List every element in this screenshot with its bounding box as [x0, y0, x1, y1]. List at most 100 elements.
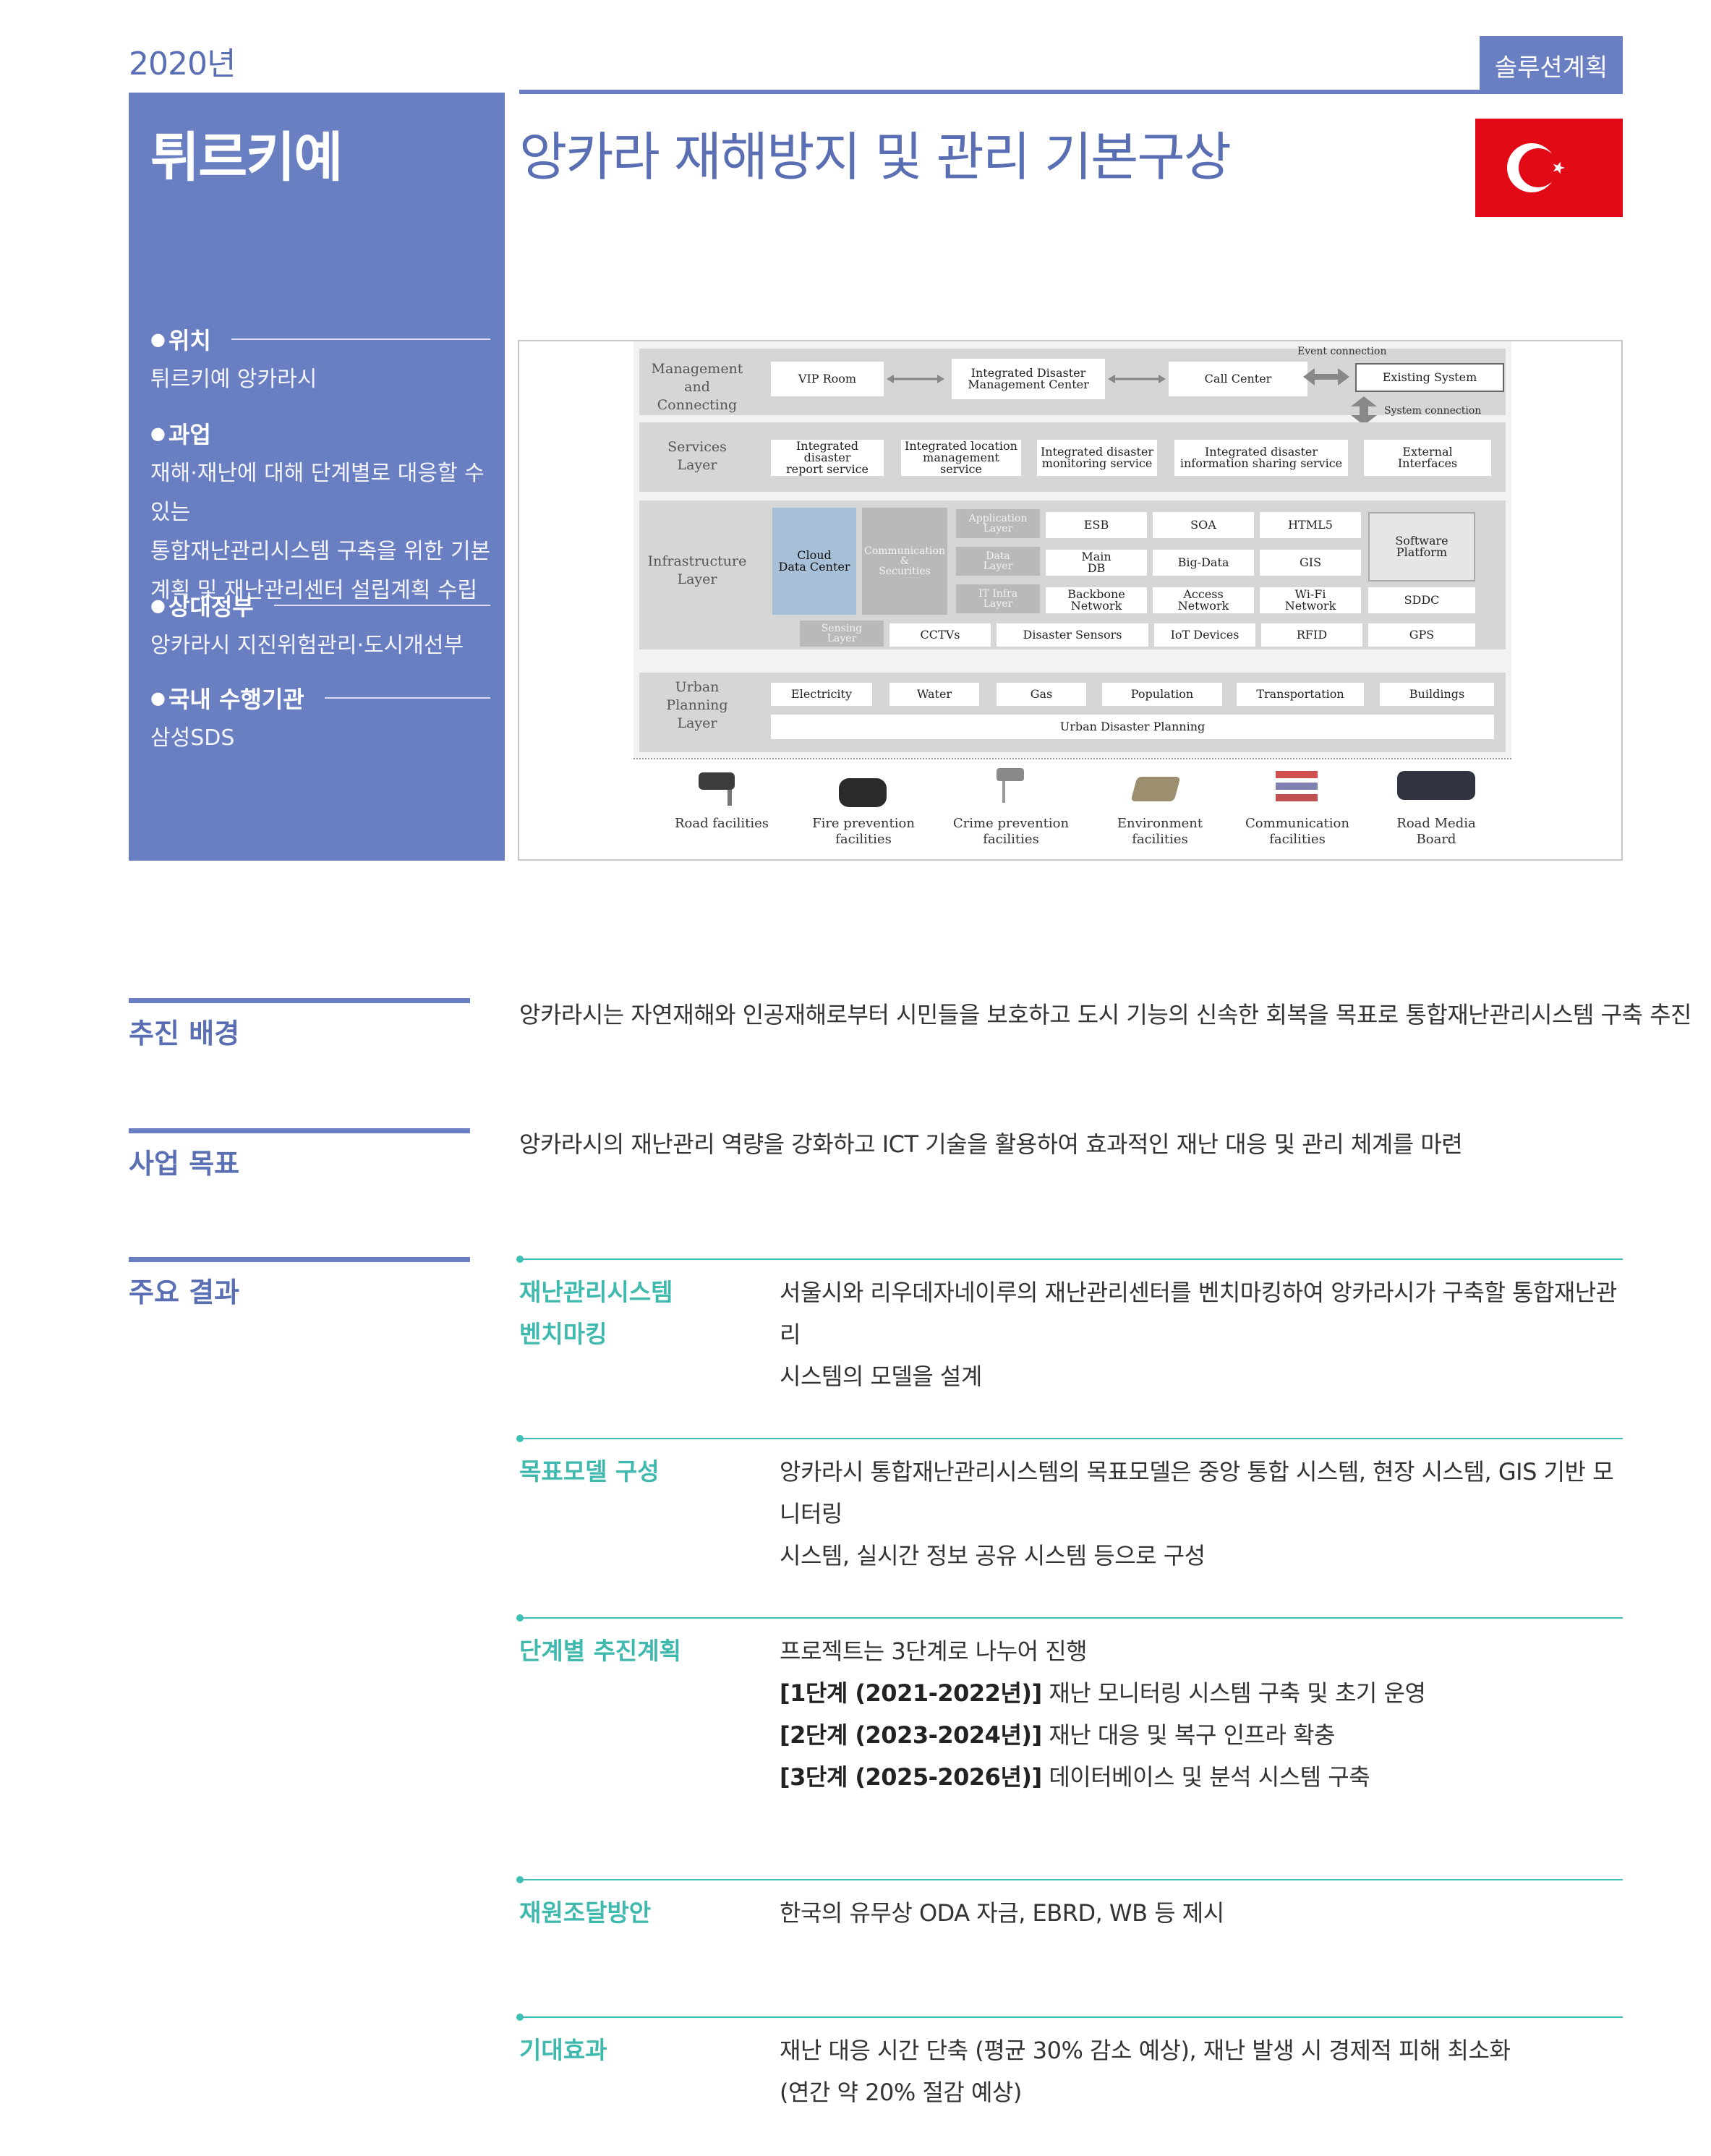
cctv-box: CCTVs [889, 623, 991, 647]
result-title-effects: 기대효과 [519, 2036, 607, 2064]
header-rule [519, 90, 1481, 94]
urban-disaster-planning-box: Urban Disaster Planning [771, 715, 1494, 739]
item-rule [519, 1438, 1623, 1439]
partner-heading: ●상대정부 [150, 589, 490, 622]
location-heading: ●위치 [150, 323, 490, 356]
result-title-funding: 재원조달방안 [519, 1899, 652, 1927]
country-name: 튀르키예 [150, 127, 343, 189]
result-body-phases: 프로젝트는 3단계로 나누어 진행 [1단계 (2021-2022년)] 재난 … [780, 1637, 1426, 1791]
esb-box: ESB [1046, 512, 1147, 538]
transportation-box: Transportation [1237, 683, 1364, 706]
arrow-icon [1108, 375, 1166, 383]
category-badge: 솔루션계획 [1480, 36, 1623, 94]
turkey-flag-icon [1475, 119, 1623, 217]
info-sidebar: 튀르키예 ●위치 튀르키예 앙카라시 ●과업 재해·재난에 대해 단계별로 대응… [129, 93, 505, 861]
vip-room-box: VIP Room [771, 362, 884, 396]
section-rule [129, 1257, 470, 1262]
goal-text: 앙카라시의 재난관리 역량을 강화하고 ICT 기술을 활용하여 효과적인 재난… [519, 1130, 1463, 1158]
background-text: 앙카라시는 자연재해와 인공재해로부터 시민들을 보호하고 도시 기능의 신속한… [519, 1001, 1691, 1028]
gps-box: GPS [1368, 623, 1475, 647]
partner-value: 앙카라시 지진위험관리·도시개선부 [150, 633, 464, 658]
background-heading: 추진 배경 [129, 1018, 240, 1049]
existing-system-box: Existing System [1355, 363, 1504, 392]
arrow-icon [887, 375, 944, 383]
result-body-benchmarking: 서울시와 리우데자네이루의 재난관리센터를 벤치마킹하여 앙카라시가 구축할 통… [780, 1279, 1617, 1390]
event-arrow-icon [1303, 368, 1349, 385]
result-body-target-model: 앙카라시 통합재난관리시스템의 목표모델은 중앙 통합 시스템, 현장 시스템,… [780, 1458, 1614, 1569]
goal-heading: 사업 목표 [129, 1148, 240, 1180]
call-center-box: Call Center [1169, 362, 1307, 396]
section-rule [129, 1128, 470, 1133]
item-dot [516, 1876, 524, 1883]
result-body-effects: 재난 대응 시간 단축 (평균 30% 감소 예상), 재난 발생 시 경제적 … [780, 2037, 1511, 2106]
diagram-divider [633, 758, 1511, 759]
sddc-box: SDDC [1368, 587, 1475, 613]
item-rule [519, 1617, 1623, 1619]
html5-box: HTML5 [1260, 512, 1361, 538]
electricity-box: Electricity [771, 683, 872, 706]
agency-value: 삼성SDS [150, 725, 235, 751]
result-title-target-model: 목표모델 구성 [519, 1457, 660, 1486]
system-arrow-icon [1351, 396, 1377, 425]
population-box: Population [1102, 683, 1222, 706]
item-rule [519, 2016, 1623, 2018]
task-value: 재해·재난에 대해 단계별로 대응할 수 있는 통합재난관리시스템 구축을 위한… [150, 461, 491, 603]
page-title: 앙카라 재해방지 및 관리 기본구상 [519, 127, 1232, 187]
soa-box: SOA [1153, 512, 1254, 538]
buildings-box: Buildings [1380, 683, 1494, 706]
fire-prevention-icon [839, 778, 887, 807]
result-body-funding: 한국의 유무상 ODA 자금, EBRD, WB 등 제시 [780, 1899, 1224, 1927]
media-board-icon [1397, 771, 1475, 800]
water-box: Water [889, 683, 979, 706]
road-facility-icon [699, 772, 735, 806]
gas-box: Gas [997, 683, 1086, 706]
results-heading: 주요 결과 [129, 1277, 240, 1308]
communication-facility-icon [1276, 771, 1318, 801]
year-label: 2020년 [129, 46, 236, 82]
gis-box: GIS [1260, 550, 1361, 576]
section-rule [129, 998, 470, 1003]
event-connection-label: Event connection [1297, 346, 1387, 357]
result-title-phases: 단계별 추진계획 [519, 1637, 682, 1665]
agency-heading: ●국내 수행기관 [150, 681, 490, 715]
item-dot [516, 2014, 524, 2021]
communication-box: Communication&Securities [862, 508, 947, 615]
cctv-camera-icon [997, 768, 1024, 803]
location-value: 튀르키예 앙카라시 [150, 367, 317, 392]
rfid-box: RFID [1261, 623, 1362, 647]
environment-sensor-icon [1130, 777, 1181, 801]
system-connection-label: System connection [1384, 405, 1482, 417]
disaster-sensors-box: Disaster Sensors [997, 623, 1148, 647]
item-dot [516, 1256, 524, 1263]
item-dot [516, 1435, 524, 1442]
item-dot [516, 1614, 524, 1622]
item-rule [519, 1258, 1623, 1260]
iot-devices-box: IoT Devices [1154, 623, 1255, 647]
big-data-box: Big-Data [1153, 550, 1254, 576]
